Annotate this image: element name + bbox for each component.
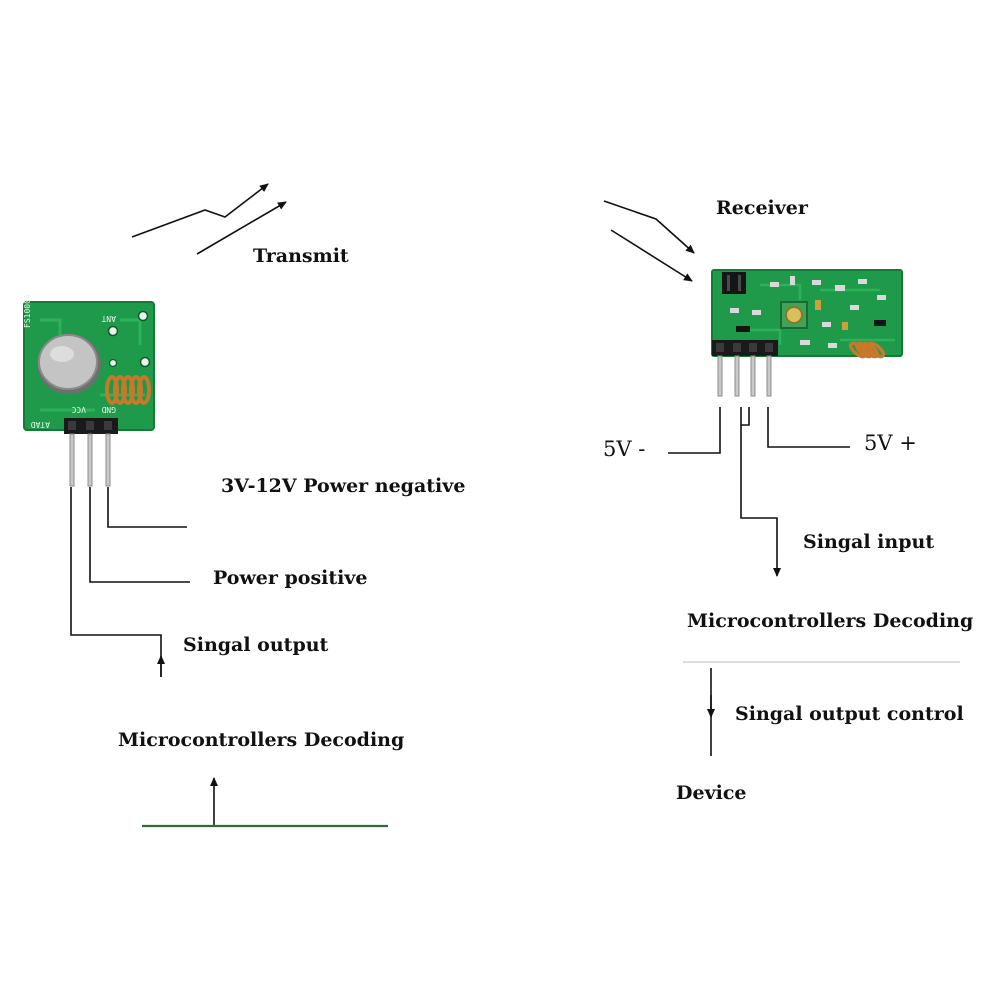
coil-antenna (105, 375, 151, 405)
transmitter-decoding-label: Microcontrollers Decoding (118, 729, 405, 751)
transmitter-wires (70, 487, 218, 826)
receiver-label: Receiver (716, 197, 808, 219)
v5-plus-wire (767, 407, 850, 448)
v5-plus-label: 5V + (864, 431, 917, 455)
power-negative-wire (107, 487, 187, 528)
transmit-zigzag-arrow (131, 183, 269, 238)
power-positive-wire (89, 487, 190, 583)
receiver-wires (668, 407, 850, 756)
v5-minus-wire (668, 407, 721, 454)
power-positive-label: Power positive (213, 567, 368, 589)
data-wire-a (740, 407, 750, 426)
signal-output-control-label: Singal output control (735, 703, 964, 725)
receiver-coil (848, 341, 886, 359)
transmit-label: Transmit (253, 245, 349, 267)
receiver-module (711, 269, 903, 397)
transmit-signal-arrows (131, 183, 287, 255)
pin-gnd-label: GND (101, 405, 116, 414)
saw-resonator (37, 334, 101, 394)
transmit-straight-arrow (196, 201, 287, 255)
signal-output-label: Singal output (183, 634, 329, 656)
pin-vcc-label: VCC (71, 405, 86, 414)
signal-input-label: Singal input (803, 531, 935, 553)
receiver-signal-arrows (603, 200, 695, 282)
pin-data-label: ATAD (31, 420, 50, 429)
transmitter-pins (69, 433, 111, 487)
transmitter-module: FS1000A ANT ATAD VCC GND (23, 294, 155, 487)
signal-input-wire (740, 425, 778, 552)
device-label: Device (676, 782, 747, 804)
power-negative-label: 3V-12V Power negative (221, 475, 466, 497)
receive-arrow-upper (603, 200, 695, 254)
v5-minus-label: 5V - (603, 437, 646, 461)
receiver-pins (717, 355, 772, 397)
ant-label: ANT (101, 314, 116, 323)
receive-arrow-lower (610, 229, 693, 282)
receiver-decoding-label: Microcontrollers Decoding (687, 610, 974, 632)
board-name-label: FS1000A (23, 294, 32, 328)
